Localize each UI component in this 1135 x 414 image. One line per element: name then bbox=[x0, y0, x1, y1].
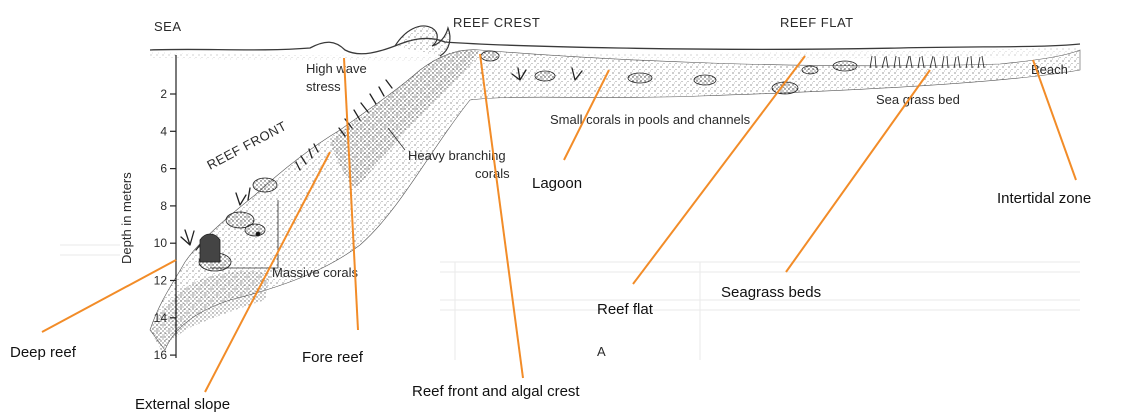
depth-tick-label: 6 bbox=[160, 162, 167, 176]
depth-axis-tick-labels: 2 4 6 8 10 12 14 16 bbox=[154, 87, 168, 362]
zone-label-sea: SEA bbox=[154, 19, 182, 34]
callout-reef-front-algal: Reef front and algal crest bbox=[412, 383, 580, 400]
panel-letter: A bbox=[597, 344, 606, 359]
annotation-small-corals: Small corals in pools and channels bbox=[550, 112, 751, 127]
zone-label-reef-flat: REEF FLAT bbox=[780, 15, 854, 30]
depth-tick-label: 2 bbox=[160, 87, 167, 101]
annotation-heavy-branching: Heavy branching bbox=[408, 148, 506, 163]
depth-tick-label: 14 bbox=[154, 311, 168, 325]
callout-deep-reef: Deep reef bbox=[10, 344, 77, 361]
depth-axis-title: Depth in meters bbox=[119, 172, 134, 264]
callout-fore-reef: Fore reef bbox=[302, 349, 364, 366]
arrow-seagrass-beds bbox=[786, 70, 930, 272]
annotation-corals: corals bbox=[475, 166, 510, 181]
callout-lagoon: Lagoon bbox=[532, 175, 582, 192]
arrow-reef-front-algal bbox=[480, 54, 523, 378]
breaking-wave bbox=[395, 26, 450, 56]
zone-label-reef-crest: REEF CREST bbox=[453, 15, 540, 30]
annotation-stress: stress bbox=[306, 79, 341, 94]
zone-label-reef-front: REEF FRONT bbox=[204, 118, 289, 173]
depth-tick-label: 12 bbox=[154, 274, 168, 288]
annotation-massive-corals: Massive corals bbox=[272, 265, 358, 280]
callout-reef-flat: Reef flat bbox=[597, 301, 654, 318]
depth-tick-label: 10 bbox=[154, 236, 168, 250]
depth-tick-label: 4 bbox=[160, 124, 167, 138]
depth-tick-label: 16 bbox=[154, 348, 168, 362]
callout-intertidal: Intertidal zone bbox=[997, 190, 1091, 207]
callout-external-slope: External slope bbox=[135, 396, 230, 413]
depth-tick-label: 8 bbox=[160, 199, 167, 213]
annotation-sea-grass-bed: Sea grass bed bbox=[876, 92, 960, 107]
callout-seagrass-beds: Seagrass beds bbox=[721, 284, 821, 301]
deep-reef-dense bbox=[150, 271, 270, 352]
annotation-high-wave: High wave bbox=[306, 61, 367, 76]
arrow-intertidal bbox=[1033, 60, 1076, 180]
